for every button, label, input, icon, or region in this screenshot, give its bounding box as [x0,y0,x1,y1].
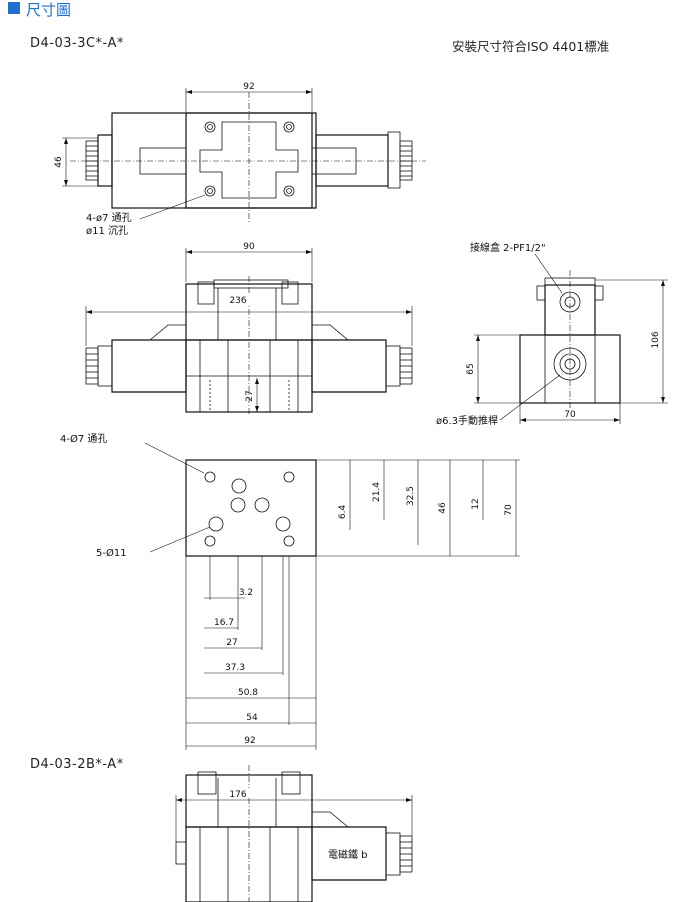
dim-base-h3: 27 [226,638,237,648]
dim-base-v1: 6.4 [338,505,348,520]
label-junction-box: 接線盒 2-PF1/2" [470,241,546,254]
bottom-front-view: 電磁鐵 b 176 [175,765,413,902]
dim-base-h1: 3.2 [239,588,253,598]
dim-base-v6: 70 [504,504,514,516]
dim-bottom-length: 176 [229,790,246,800]
label-base-through-hole: 4-Ø7 通孔 [60,433,107,445]
model-label-top: D4-03-3C*-A* [30,36,124,51]
dim-base-h6: 54 [246,713,258,723]
label-ports: 5-Ø11 [96,547,127,559]
dim-front-width: 90 [243,242,255,252]
dim-base-v2: 21.4 [372,482,382,502]
dim-base-h4: 37.3 [225,663,245,673]
dim-top-height: 46 [54,156,64,168]
dim-base-v4: 46 [438,502,448,514]
dim-side-width: 70 [564,410,576,420]
dim-top-width: 92 [243,82,254,92]
dim-front-length: 236 [229,296,246,306]
dim-front-height: 27 [245,390,255,401]
iso-note: 安裝尺寸符合ISO 4401標准 [452,39,610,54]
dim-side-lower: 65 [466,363,476,374]
section-title: 尺寸圖 [26,1,72,19]
dim-base-h5: 50.8 [238,688,258,698]
label-solenoid-b: 電磁鐵 b [328,848,368,861]
dim-base-v5: 12 [471,498,481,509]
dim-base-h7: 92 [244,736,255,746]
square-bullet-icon [8,2,20,14]
dim-base-v3: 32.5 [406,486,416,506]
side-view: 接線盒 2-PF1/2" 106 65 70 ø6.3手動推桿 [436,241,668,427]
dim-side-total: 106 [651,331,661,348]
label-manual-push: ø6.3手動推桿 [436,414,498,427]
label-top-counterbore: ø11 沉孔 [86,224,128,237]
mounting-face-view: 4-Ø7 通孔 5-Ø11 6.4 21.4 32.5 46 12 70 3.2 [60,433,520,750]
label-top-through-hole: 4-ø7 通孔 [86,212,132,224]
top-view: 92 46 4-ø7 通孔 ø11 沉孔 [54,82,426,237]
section-header: 尺寸圖 [0,0,680,19]
model-label-bottom: D4-03-2B*-A* [30,757,124,772]
dim-base-h2: 16.7 [214,618,234,628]
front-view: 90 236 27 [85,242,413,414]
